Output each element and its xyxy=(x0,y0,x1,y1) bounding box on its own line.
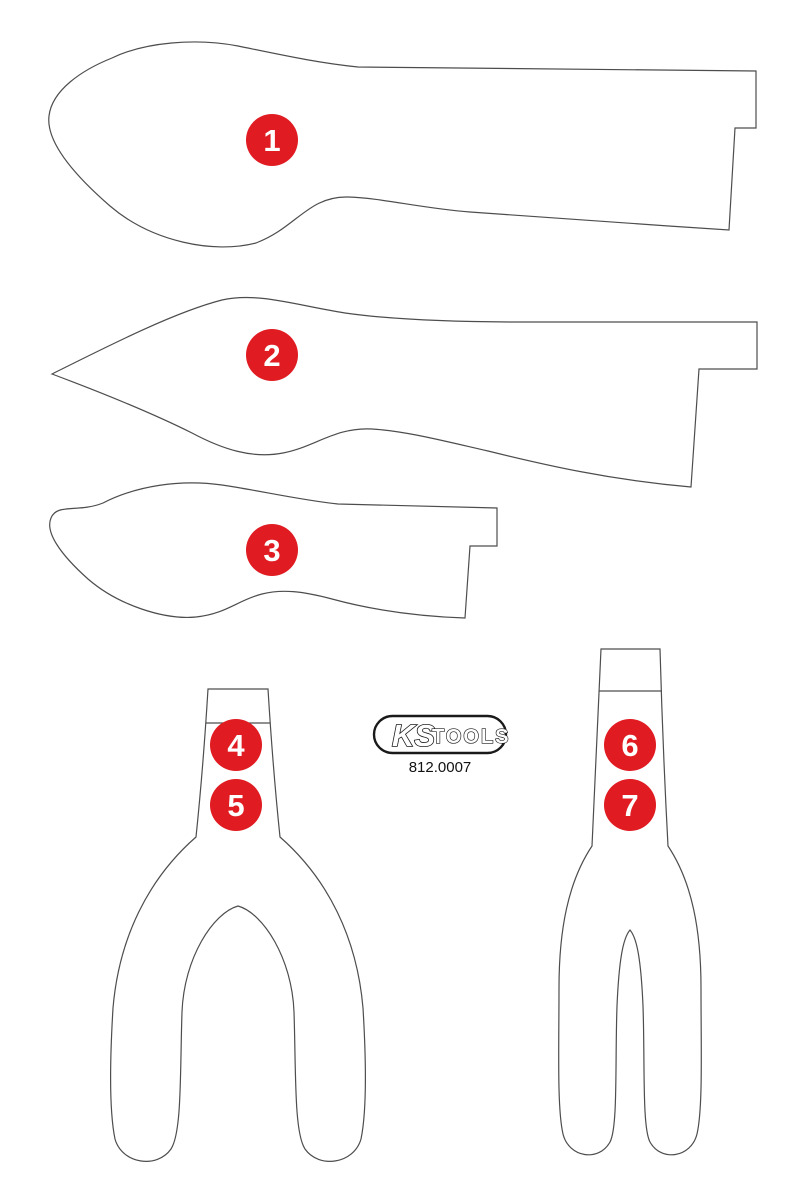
logo-text-ks: KS xyxy=(392,718,435,753)
badge-circle-7 xyxy=(604,779,656,831)
badge-number-7: 7 xyxy=(621,788,638,823)
tool-outline-1 xyxy=(48,41,757,248)
tool-outline-2 xyxy=(50,296,758,488)
logo-text-tools: TOOLS xyxy=(432,726,511,748)
badge-6: 6 xyxy=(604,719,656,771)
badge-circle-2 xyxy=(246,329,298,381)
badge-circle-6 xyxy=(604,719,656,771)
part-number-label: 812.0007 xyxy=(409,759,472,776)
pliers-outline-right xyxy=(558,648,702,1156)
badge-number-2: 2 xyxy=(263,338,280,373)
badge-circle-5 xyxy=(210,779,262,831)
badge-circle-1 xyxy=(246,114,298,166)
badge-1: 1 xyxy=(246,114,298,166)
badge-5: 5 xyxy=(210,779,262,831)
badge-3: 3 xyxy=(246,524,298,576)
badge-number-5: 5 xyxy=(227,788,244,823)
badge-number-6: 6 xyxy=(621,728,638,763)
badge-number-1: 1 xyxy=(263,123,280,158)
logo-border xyxy=(372,714,508,755)
badge-2: 2 xyxy=(246,329,298,381)
badge-number-3: 3 xyxy=(263,533,280,568)
pliers-outline-left xyxy=(110,688,366,1162)
badge-4: 4 xyxy=(210,719,262,771)
badge-number-4: 4 xyxy=(227,728,245,763)
badge-circle-3 xyxy=(246,524,298,576)
ks-tools-logo: KS TOOLS 812.0007 xyxy=(372,714,511,776)
badge-7: 7 xyxy=(604,779,656,831)
badge-circle-4 xyxy=(210,719,262,771)
